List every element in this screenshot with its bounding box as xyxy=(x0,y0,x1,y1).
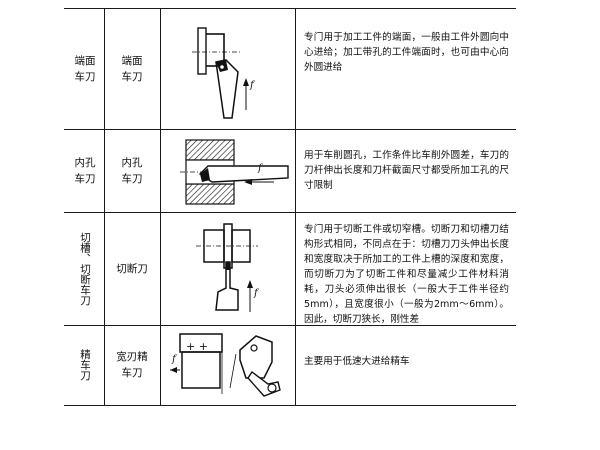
row-border-top xyxy=(64,8,516,9)
feed-label: f xyxy=(250,80,254,91)
parting-tool-diagram: f xyxy=(186,218,276,318)
description-cell: 专门用于加工工件的端面，一般由工件外圆向中心进给；加工带孔的工件端面时，也可由中… xyxy=(304,32,509,73)
row-border-2 xyxy=(64,212,516,213)
feed-label: f xyxy=(258,163,262,174)
boring-tool-diagram: f xyxy=(178,136,293,208)
feed-label: f xyxy=(172,354,176,365)
tool-name-cell: 端面 车刀 xyxy=(121,54,143,83)
description-cell: 主要用于低速大进给精车 xyxy=(304,356,410,367)
row-border-bottom xyxy=(64,405,516,406)
tool-name-cell: 宽刃精 车刀 xyxy=(116,351,148,379)
column-border-3 xyxy=(295,8,296,406)
category-cell: 精车刀 xyxy=(79,349,91,381)
tool-name-cell: 切断刀 xyxy=(116,262,148,275)
row-border-3 xyxy=(64,325,516,326)
facing-tool-diagram: f xyxy=(180,22,280,122)
category-cell: 端面 车刀 xyxy=(74,54,96,83)
feed-label: f xyxy=(254,288,258,299)
wide-finishing-tool-diagram: + + f xyxy=(168,330,288,402)
category-cell: 内孔 车刀 xyxy=(74,156,96,185)
row-border-1 xyxy=(64,129,516,130)
category-cell: 切槽、切断车刀 xyxy=(79,231,91,306)
description-cell: 专门用于切断工件或切窄槽。切断刀和切槽刀结构形式相同，不同点在于：切槽刀刀头伸出… xyxy=(304,224,509,325)
column-border-2 xyxy=(160,8,161,406)
tool-name-cell: 内孔 车刀 xyxy=(121,156,143,185)
column-border-1 xyxy=(104,8,105,406)
svg-text:+ +: + + xyxy=(186,340,208,353)
description-cell: 用于车削圆孔，工作条件比车削外圆差，车刀的刀杆伸出长度和刀杆截面尺寸都受所加工孔… xyxy=(304,150,509,191)
